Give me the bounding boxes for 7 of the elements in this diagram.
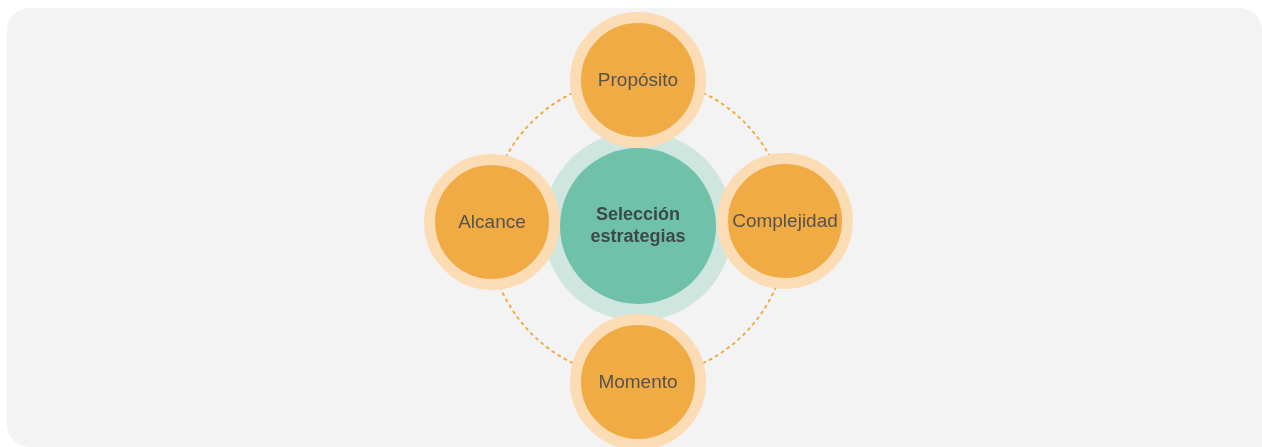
concept-label: Propósito (597, 69, 679, 91)
dotted-connector (702, 286, 777, 364)
concept-label: Momento (598, 371, 678, 393)
concept-label: Alcance (458, 211, 526, 233)
concept-label: Complejidad (732, 210, 838, 232)
center-label: Selección estrategias (589, 204, 687, 248)
dotted-connector (504, 92, 574, 158)
